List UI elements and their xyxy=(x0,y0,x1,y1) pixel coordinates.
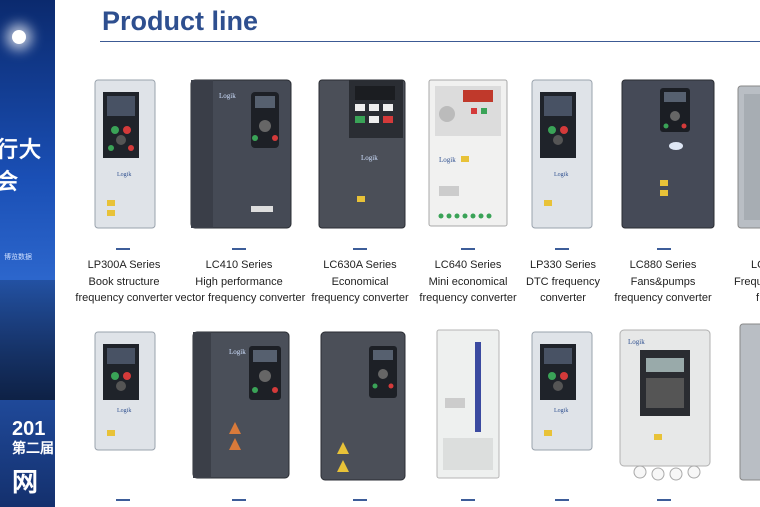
product-type: frequency converter xyxy=(311,292,409,304)
audience-shadow xyxy=(0,280,55,400)
caption-dash xyxy=(461,499,475,501)
stage-small-text: 博览数据 xyxy=(4,254,32,261)
product-name: LC410 Series xyxy=(205,259,273,271)
product-desc: Frequ xyxy=(734,275,760,288)
product-desc: Mini economical xyxy=(428,275,508,288)
caption-dash xyxy=(461,248,475,250)
caption-dash xyxy=(353,499,367,501)
caption-dash xyxy=(555,499,569,501)
svg-text:Logik: Logik xyxy=(219,92,236,100)
stage-edition: 第二届 xyxy=(12,440,54,456)
product-image-lp300a: Logik xyxy=(94,79,156,229)
product-image-lc880 xyxy=(621,79,715,229)
caption-dash xyxy=(353,248,367,250)
stage-banner-text: 行大会 xyxy=(0,137,43,194)
svg-text:Logik: Logik xyxy=(554,172,568,178)
caption-dash xyxy=(232,248,246,250)
product-image-lc640: Logik xyxy=(428,79,508,227)
product-image-row2-5: Logik xyxy=(531,331,593,451)
product-caption-lc640: LC640 Series Mini economical frequency c… xyxy=(418,257,518,307)
caption-dash xyxy=(657,499,671,501)
product-name: LC630A Series xyxy=(323,259,397,271)
product-type: converter xyxy=(540,292,586,304)
product-image-row2-4 xyxy=(436,329,500,479)
product-desc: High performance xyxy=(195,275,283,288)
product-image-row2-3 xyxy=(320,331,406,481)
product-name: LC640 Series xyxy=(434,259,502,271)
product-name: LC xyxy=(751,259,760,271)
product-type: f xyxy=(756,292,760,304)
stage-year: 201 xyxy=(12,418,46,440)
product-image-lp330: Logik xyxy=(531,79,593,229)
caption-dash xyxy=(657,248,671,250)
product-image-lc630a: Logik xyxy=(318,79,406,229)
product-name: LP300A Series xyxy=(87,259,161,271)
product-image-lc410: Logik xyxy=(190,79,292,229)
svg-text:Logik: Logik xyxy=(628,338,645,346)
caption-dash xyxy=(116,248,130,250)
product-caption-lp300a: LP300A Series Book structure frequency c… xyxy=(74,257,174,307)
product-caption-partial: LC Frequ f xyxy=(733,257,760,307)
svg-text:Logik: Logik xyxy=(117,172,131,178)
background-stage: 行大会 博览数据 201 第二届 网 xyxy=(0,0,55,507)
product-image-row2-6: Logik xyxy=(619,329,711,481)
product-name: LC880 Series xyxy=(629,259,697,271)
product-type: frequency converter xyxy=(75,292,173,304)
svg-text:Logik: Logik xyxy=(229,348,246,356)
title-divider xyxy=(100,41,760,42)
product-desc: Economical xyxy=(331,275,389,288)
product-caption-lc880: LC880 Series Fans&pumps frequency conver… xyxy=(613,257,713,307)
caption-dash xyxy=(116,499,130,501)
svg-text:Logik: Logik xyxy=(361,154,378,162)
stage-spotlight-icon xyxy=(12,30,26,44)
product-image-row2-partial xyxy=(739,323,760,481)
svg-text:Logik: Logik xyxy=(439,156,456,164)
stage-logo-text: 网 xyxy=(12,467,39,497)
product-type: vector frequency converter xyxy=(175,292,306,304)
svg-text:Logik: Logik xyxy=(117,408,131,414)
product-image-row2-1: Logik xyxy=(94,331,156,451)
caption-dash xyxy=(232,499,246,501)
svg-text:Logik: Logik xyxy=(554,408,568,414)
slide-title: Product line xyxy=(102,6,259,36)
product-name: LP330 Series xyxy=(529,259,597,271)
product-desc: Book structure xyxy=(88,275,160,288)
product-type: frequency converter xyxy=(614,292,712,304)
product-caption-lc630a: LC630A Series Economical frequency conve… xyxy=(310,257,410,307)
product-image-row2-2: Logik xyxy=(192,331,290,479)
caption-dash xyxy=(555,248,569,250)
product-caption-lc410: LC410 Series High performance vector fre… xyxy=(175,257,306,307)
product-desc: Fans&pumps xyxy=(630,275,696,288)
product-desc: DTC frequency xyxy=(526,275,600,288)
product-caption-lp330: LP330 Series DTC frequency converter xyxy=(521,257,605,307)
product-image-partial xyxy=(737,85,760,229)
presentation-slide: Product line Logik Logik Logik Logik xyxy=(55,0,760,507)
product-type: frequency converter xyxy=(419,292,517,304)
